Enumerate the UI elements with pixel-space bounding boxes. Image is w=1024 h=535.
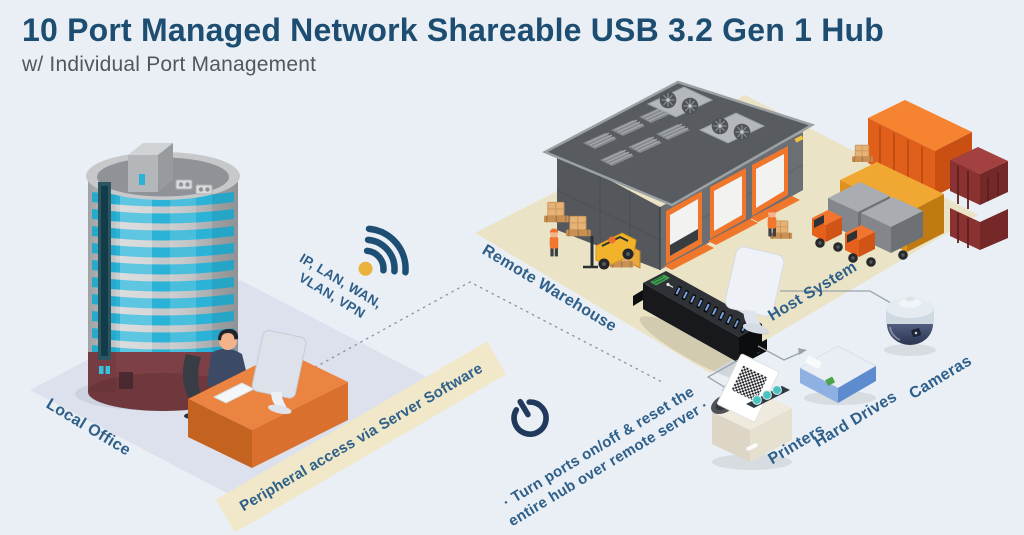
power-icon	[511, 398, 549, 437]
warehouse-building	[542, 80, 816, 270]
header: 10 Port Managed Network Shareable USB 3.…	[22, 12, 884, 77]
tower-ac-units	[175, 179, 213, 195]
usb-hub	[633, 271, 767, 384]
office-tower	[75, 143, 251, 411]
loading-doors	[664, 146, 800, 270]
wifi-icon	[358, 225, 409, 276]
host-monitor	[724, 246, 785, 335]
hard-drive	[798, 345, 878, 405]
office-chair	[182, 354, 201, 404]
page-subtitle: w/ Individual Port Management	[22, 53, 317, 76]
printer	[711, 353, 792, 470]
tower-penthouse	[128, 143, 173, 192]
tower-elevator-strip	[98, 182, 133, 389]
desk-monitor	[251, 329, 307, 415]
desk-scene	[182, 329, 348, 468]
forklift	[583, 232, 637, 270]
dome-camera	[884, 296, 936, 356]
page-title: 10 Port Managed Network Shareable USB 3.…	[22, 12, 884, 48]
network-dashed-line	[291, 281, 665, 384]
hub-label	[650, 274, 670, 286]
